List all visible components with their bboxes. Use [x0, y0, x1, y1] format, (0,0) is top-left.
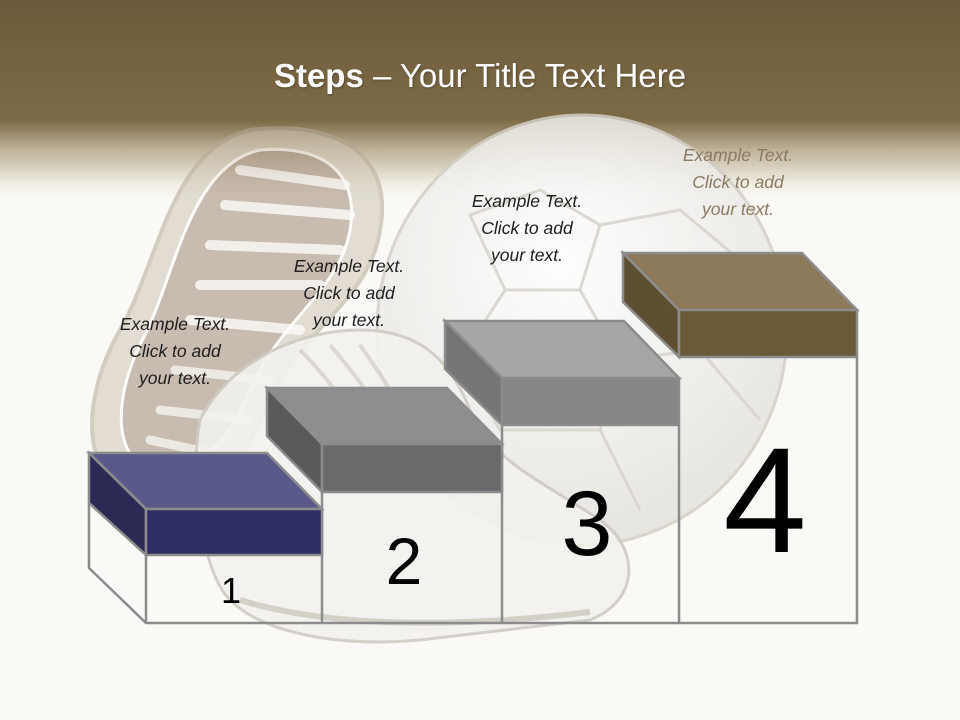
step-1-number: 1 — [220, 570, 242, 611]
step-2-text-line-3: your text. — [313, 310, 385, 330]
step-4-text[interactable]: Example Text. Click to add your text. — [638, 142, 838, 223]
step-2-number: 2 — [385, 524, 423, 598]
step-4-block[interactable] — [620, 249, 860, 360]
step-4-text-line-2: Click to add — [692, 172, 784, 192]
step-3-text-line-1: Example Text. — [471, 191, 583, 211]
step-2-block[interactable] — [264, 384, 505, 496]
step-1-pedestal — [87, 503, 322, 625]
step-1-text[interactable]: Example Text. Click to add your text. — [75, 311, 275, 392]
title-rest-part: – Your Title Text Here — [363, 57, 687, 94]
step-4-text-line-1: Example Text. — [682, 145, 794, 165]
step-4-number: 4 — [723, 416, 807, 584]
step-1-text-line-1: Example Text. — [119, 314, 231, 334]
step-2-text-line-2: Click to add — [303, 283, 395, 303]
step-3-text-line-2: Click to add — [481, 218, 573, 238]
title-bold-part: Steps — [273, 57, 364, 94]
step-3-block[interactable] — [441, 317, 682, 428]
step-4-pedestal — [679, 357, 859, 625]
step-2-text-line-1: Example Text. — [293, 256, 405, 276]
step-3-text[interactable]: Example Text. Click to add your text. — [427, 188, 627, 269]
step-1-text-line-2: Click to add — [129, 341, 221, 361]
step-1-text-line-3: your text. — [139, 368, 211, 388]
step-3-text-line-3: your text. — [491, 245, 563, 265]
step-4-text-line-3: your text. — [702, 199, 774, 219]
step-1-block[interactable] — [85, 450, 325, 558]
slide-title[interactable]: Steps – Your Title Text Here — [0, 52, 960, 100]
step-3-number: 3 — [561, 473, 613, 575]
step-2-text[interactable]: Example Text. Click to add your text. — [249, 253, 449, 334]
